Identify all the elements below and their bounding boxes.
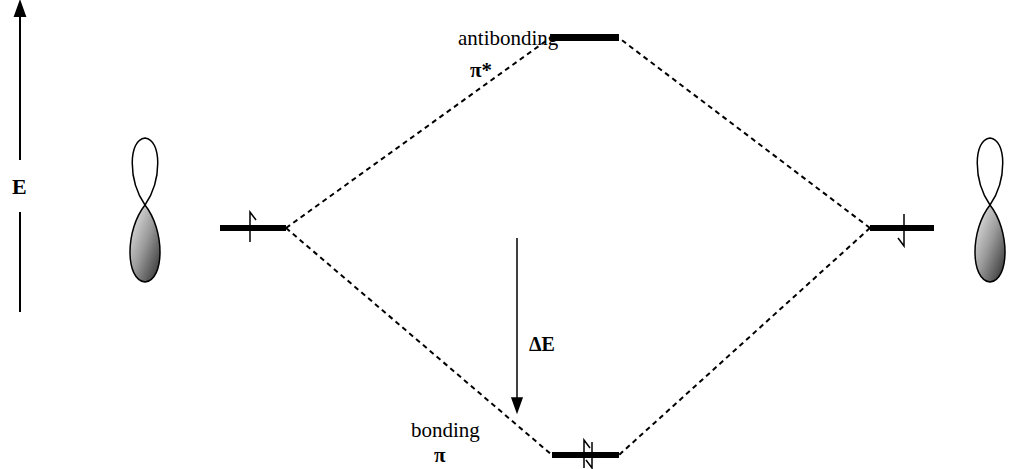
energy-gap-label: ΔE	[529, 334, 555, 354]
axis-label: E	[12, 176, 27, 198]
delta-e-arrow	[512, 238, 522, 412]
orbital-symbol: π	[434, 445, 446, 466]
orbital-label: bonding	[411, 420, 480, 441]
p-orbital-right	[975, 138, 1005, 282]
energy-axis	[15, 2, 25, 312]
electron-spins	[250, 212, 904, 468]
correlation-lines	[286, 38, 870, 455]
orbital-label: antibonding	[458, 28, 558, 49]
p-orbital-left	[130, 138, 160, 282]
energy-levels	[220, 34, 934, 458]
orbital-symbol: π*	[470, 60, 492, 81]
